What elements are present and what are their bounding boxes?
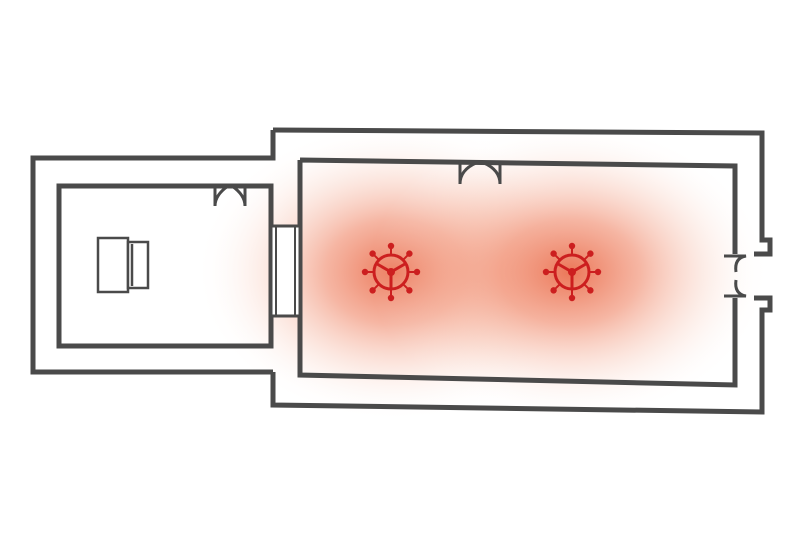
small-room-inner-wall [56, 183, 274, 349]
bulb [413, 268, 421, 276]
bulb [594, 268, 602, 276]
bulb [406, 287, 413, 294]
double-door-icon [724, 254, 747, 298]
bulb [568, 294, 576, 302]
bulb [387, 242, 395, 250]
walls [30, 127, 773, 415]
double-door-icon [213, 184, 247, 207]
light-fixtures [361, 242, 602, 302]
bulb [587, 287, 594, 294]
passage-between-rooms [269, 224, 302, 318]
bulb [406, 250, 413, 257]
bulb [550, 250, 557, 257]
chandelier-icon [361, 242, 421, 302]
bulb [387, 294, 395, 302]
small-room-outer-wall [30, 130, 276, 375]
bulb [568, 242, 576, 250]
double-door-icon [458, 161, 502, 185]
bulb [369, 250, 376, 257]
bulb [587, 250, 594, 257]
bulb [542, 268, 550, 276]
main-hall-outer-wall [270, 127, 773, 415]
chandelier-icon [542, 242, 602, 302]
desk-with-chair-icon [96, 236, 150, 294]
bulb [369, 287, 376, 294]
bulb [361, 268, 369, 276]
bulb [550, 287, 557, 294]
